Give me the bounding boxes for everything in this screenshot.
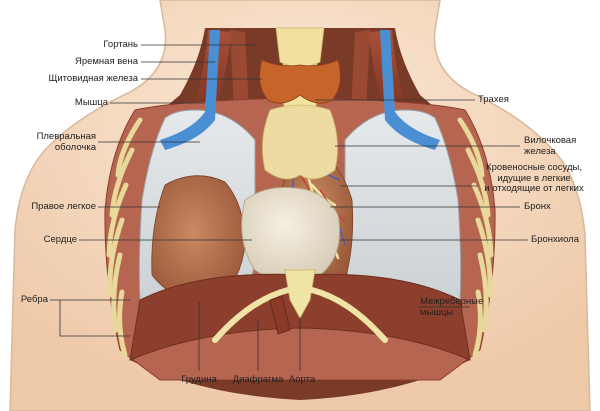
label-bronchiole: Бронхиола bbox=[531, 234, 580, 245]
heart bbox=[241, 187, 341, 282]
jugular-vein-left bbox=[160, 30, 220, 150]
label-thymus: Вилочковая железа bbox=[524, 135, 577, 157]
label-jugular-vein: Яремная вена bbox=[74, 56, 138, 67]
label-aorta: Аорта bbox=[288, 374, 316, 385]
costal-arch-left bbox=[212, 287, 291, 343]
label-muscle: Мышца bbox=[74, 97, 108, 108]
ribs-left bbox=[106, 117, 143, 358]
label-right-lung: Правое легкое bbox=[31, 201, 96, 212]
label-intercostal-muscles: Межреберные мышцы bbox=[420, 296, 484, 318]
label-pleura: Плевральная оболочка bbox=[36, 131, 96, 153]
label-larynx: Гортань bbox=[103, 39, 138, 50]
jugular-vein-right bbox=[380, 30, 440, 150]
ribs-right bbox=[457, 117, 494, 358]
label-thyroid: Щитовидная железа bbox=[48, 73, 138, 84]
label-diaphragm: Диафрагма bbox=[232, 374, 284, 385]
label-sternum: Грудина bbox=[181, 374, 217, 385]
aorta bbox=[269, 295, 291, 335]
label-bronchus: Бронх bbox=[524, 201, 551, 212]
thymus bbox=[262, 104, 338, 180]
label-heart: Сердце bbox=[43, 234, 77, 245]
leader-lines bbox=[50, 44, 528, 371]
sternum bbox=[284, 269, 316, 319]
larynx bbox=[275, 27, 325, 68]
costal-arch-right bbox=[309, 287, 388, 343]
label-trachea: Трахея bbox=[478, 94, 509, 105]
label-blood-vessels: Кровеносные сосуды, идущие в легкие и от… bbox=[484, 162, 584, 194]
label-ribs: Ребра bbox=[20, 294, 48, 305]
